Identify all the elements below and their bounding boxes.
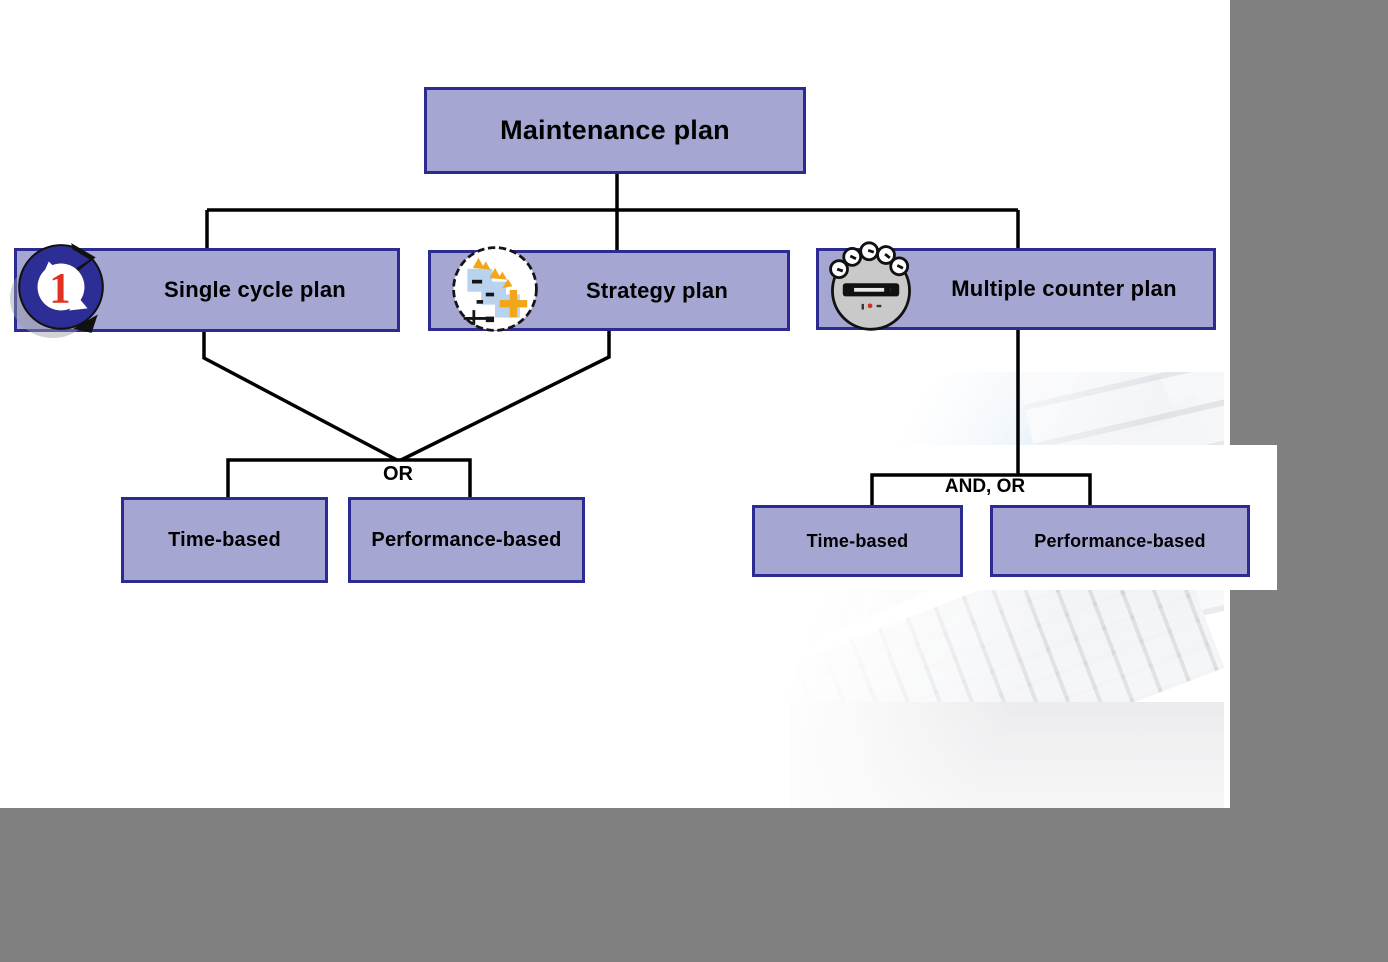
- time-based-right-label: Time-based: [806, 530, 909, 551]
- and-or-connector-label: AND, OR: [944, 476, 1026, 497]
- single-cycle-plan-label: Single cycle plan: [164, 277, 346, 302]
- performance-based-right-node: Performance-based: [990, 505, 1250, 577]
- faded-computer-image: [790, 372, 1224, 808]
- multiple-counter-plan-label: Multiple counter plan: [951, 276, 1177, 301]
- time-based-left-node: Time-based: [121, 497, 328, 583]
- fade-overlay: [790, 372, 1224, 808]
- performance-based-left-label: Performance-based: [371, 528, 562, 551]
- maintenance-plan-label: Maintenance plan: [500, 115, 730, 145]
- time-based-right-node: Time-based: [752, 505, 963, 577]
- multiple-counter-icon: [829, 241, 911, 331]
- time-based-left-label: Time-based: [168, 528, 281, 551]
- strategy-calendar-icon: [452, 246, 538, 332]
- cycle-badge-number: 1: [49, 265, 70, 312]
- performance-based-left-node: Performance-based: [348, 497, 585, 583]
- or-connector-label: OR: [383, 463, 413, 485]
- single-cycle-icon: 1: [10, 243, 104, 338]
- strategy-plan-label: Strategy plan: [586, 277, 728, 303]
- maintenance-plan-node: Maintenance plan: [424, 87, 806, 174]
- performance-based-right-label: Performance-based: [1034, 530, 1206, 551]
